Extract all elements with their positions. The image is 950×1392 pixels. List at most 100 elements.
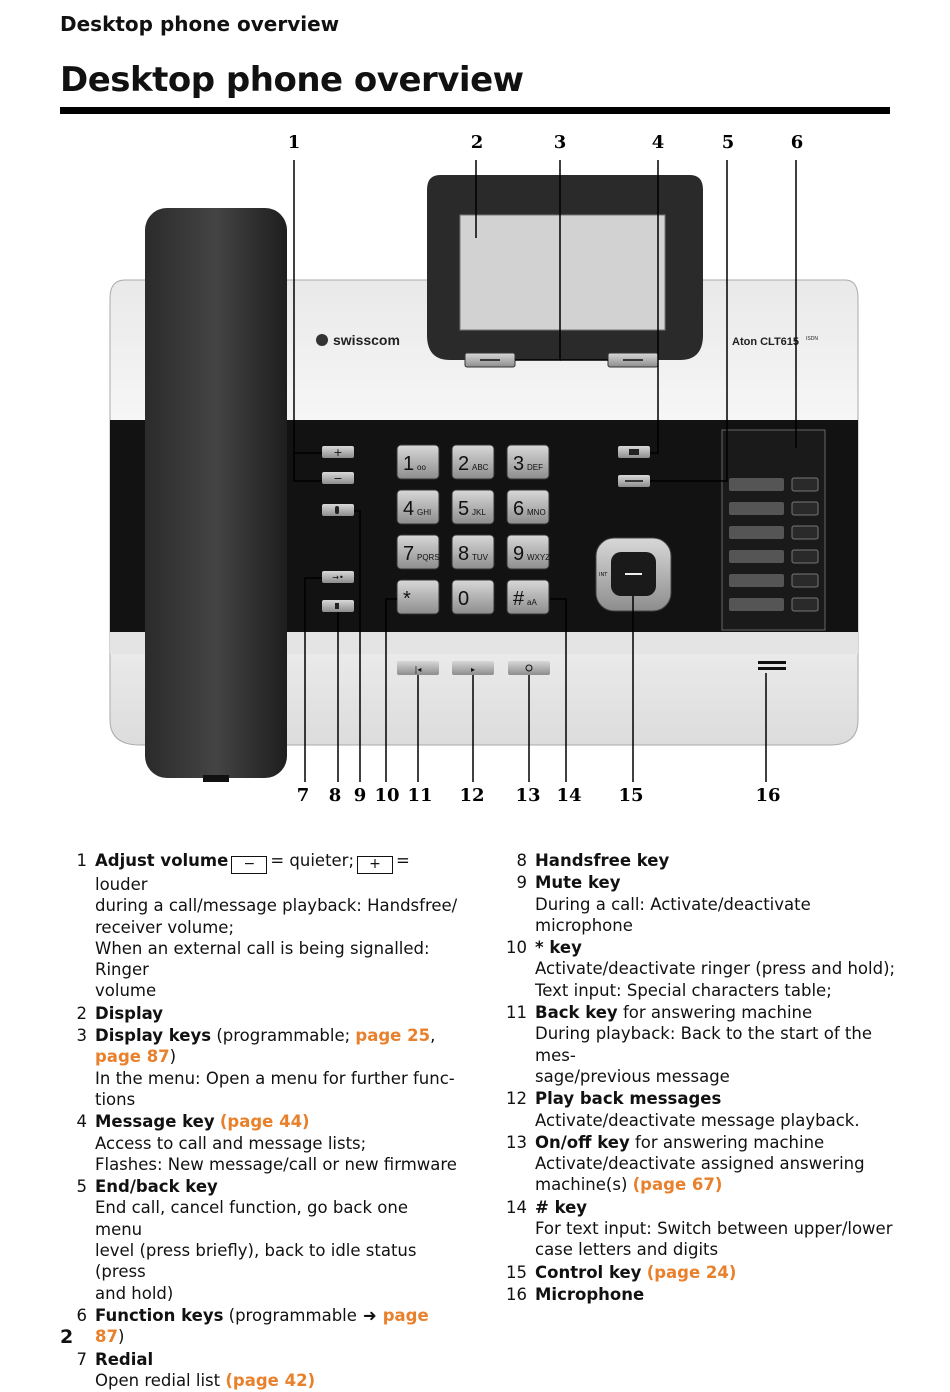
item-text: receiver volume;	[95, 917, 235, 937]
item-text: For text input: Switch between upper/low…	[535, 1219, 893, 1239]
function-key-label-area	[729, 574, 784, 587]
callout-8: 8	[329, 785, 342, 806]
page-link[interactable]: page 87	[95, 1047, 170, 1067]
item-term: # key	[535, 1197, 588, 1217]
item-term: * key	[535, 938, 582, 958]
legend-item-13: 13 On/off key for answering machine Acti…	[500, 1132, 900, 1196]
onoff-key	[508, 661, 550, 675]
item-number: 4	[76, 1112, 88, 1132]
keypad-letters: JKL	[472, 508, 486, 517]
keypad-letters: PQRS	[417, 553, 440, 562]
page-link[interactable]: page 87	[95, 1305, 429, 1347]
play-icon: ▸	[471, 665, 475, 674]
function-key-label-area	[729, 550, 784, 563]
item-text: during a call/message playback: Handsfre…	[95, 896, 458, 916]
item-term: Mute key	[535, 873, 621, 893]
item-number: 2	[76, 1003, 88, 1023]
model-suffix: ISDN	[806, 336, 818, 342]
microphone-slot	[758, 667, 786, 670]
keypad-digit: 4	[403, 498, 414, 520]
callout-15: 15	[618, 785, 643, 806]
item-number: 1	[76, 851, 88, 870]
item-term: Control key	[535, 1262, 642, 1282]
item-number: 12	[506, 1089, 527, 1109]
keypad-letters: DEF	[527, 463, 543, 472]
legend-item-5: 5 End/back key End call, cancel function…	[60, 1176, 460, 1304]
page-link[interactable]: (page 67)	[632, 1175, 723, 1195]
callout-5: 5	[722, 132, 735, 153]
keypad-key	[506, 489, 550, 525]
legend-left: 1 Adjust volume−= quieter;+= louder duri…	[60, 850, 460, 1392]
item-text: machine(s)	[535, 1175, 628, 1195]
keypad-key	[451, 489, 495, 525]
page-link[interactable]: (page 42)	[225, 1370, 316, 1390]
function-key-label-area	[729, 598, 784, 611]
item-term: Back key	[535, 1003, 618, 1023]
keypad-key	[451, 534, 495, 570]
page-link[interactable]: (page 44)	[219, 1112, 310, 1132]
keypad-letters: ABC	[472, 463, 489, 472]
item-number: 7	[76, 1349, 88, 1369]
item-term: Display	[95, 1003, 164, 1023]
display-screen	[459, 214, 666, 331]
keypad-key	[396, 444, 440, 480]
left-keys: + − →•	[322, 446, 354, 612]
item-text: Flashes: New message/call or new firmwar…	[95, 1154, 457, 1174]
volume-minus-symbol: −	[231, 856, 268, 874]
item-text: (programmable;	[216, 1026, 351, 1046]
item-text: End call, cancel function, go back one m…	[95, 1198, 409, 1239]
volume-plus-key	[322, 446, 354, 458]
leader-lines	[293, 160, 797, 782]
item-text: Access to call and message lists;	[95, 1133, 367, 1153]
swisscom-logo-icon	[316, 334, 328, 346]
item-text: tions	[95, 1089, 136, 1109]
redial-icon: →•	[332, 573, 343, 582]
keypad-key	[506, 534, 550, 570]
item-text: = louder	[95, 851, 410, 894]
callout-13: 13	[515, 785, 540, 806]
item-text: Open redial list	[95, 1370, 221, 1390]
item-text: level (press briefly), back to idle stat…	[95, 1241, 417, 1282]
play-key	[452, 661, 494, 675]
item-number: 14	[506, 1197, 527, 1217]
function-key	[791, 549, 819, 564]
item-number: 11	[506, 1003, 527, 1023]
page-number: 2	[60, 1326, 74, 1348]
callout-12: 12	[459, 785, 484, 806]
keypad-key	[396, 579, 440, 615]
item-text: (programmable	[228, 1305, 357, 1325]
page-link[interactable]: page 25	[355, 1026, 431, 1046]
back-icon: |◂	[415, 665, 422, 674]
item-text: Activate/deactivate assigned answering	[535, 1154, 865, 1174]
callouts-top: 1 2 3 4 5 6	[288, 132, 804, 153]
brand-name: swisscom	[333, 332, 400, 348]
volume-plus-symbol: +	[357, 856, 394, 874]
item-term: Redial	[95, 1349, 154, 1369]
page-link[interactable]: (page 24)	[646, 1262, 737, 1282]
item-term: Adjust volume	[95, 851, 229, 870]
keypad-digit: *	[403, 588, 411, 610]
function-key-label-area	[729, 526, 784, 539]
function-key	[791, 477, 819, 492]
callout-7: 7	[297, 785, 310, 806]
running-head: Desktop phone overview	[60, 12, 340, 36]
legend-item-1: 1 Adjust volume−= quieter;+= louder duri…	[60, 850, 460, 1002]
handsfree-icon	[335, 603, 339, 609]
callout-4: 4	[652, 132, 665, 153]
keypad-letters: aA	[527, 598, 537, 607]
item-term: Handsfree key	[535, 851, 670, 870]
function-keys	[729, 477, 819, 612]
legend-item-6: 6 Function keys (programmable➜page 87)	[60, 1305, 460, 1348]
keypad-key	[396, 534, 440, 570]
item-number: 15	[506, 1262, 527, 1282]
legend-item-10: 10 * key Activate/deactivate ringer (pre…	[500, 937, 900, 1001]
legend-item-3: 3 Display keys (programmable; page 25, p…	[60, 1025, 460, 1110]
callout-3: 3	[554, 132, 567, 153]
onoff-icon	[525, 664, 533, 672]
item-text: for answering machine	[634, 1132, 825, 1152]
keypad-digit: 2	[458, 453, 469, 475]
legend-item-4: 4 Message key (page 44) Access to call a…	[60, 1111, 460, 1175]
callout-6: 6	[791, 132, 804, 153]
